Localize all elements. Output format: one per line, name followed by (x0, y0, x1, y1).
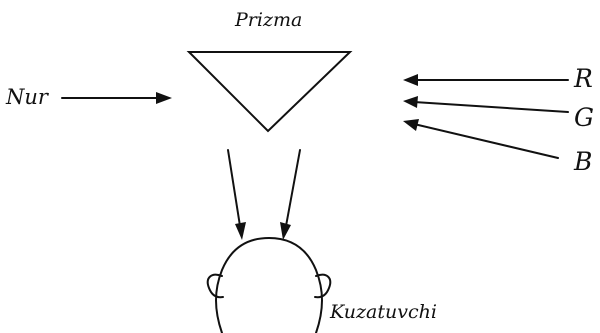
blue-label: B (573, 147, 592, 176)
blue-ray-arrow (403, 119, 559, 159)
light-arrow (61, 92, 172, 104)
left-ear-icon (206, 273, 224, 299)
green-label: G (574, 103, 594, 132)
observer-label: Kuzatuvchi (329, 301, 437, 323)
right-output-arrow (280, 149, 301, 240)
prism-triangle (186, 51, 353, 133)
head-outline-icon (215, 236, 323, 333)
light-label: Nur (5, 85, 50, 109)
right-ear-icon (314, 273, 332, 299)
left-output-arrow (227, 149, 246, 240)
observer-head (206, 236, 332, 333)
red-ray-arrow (403, 74, 569, 86)
green-ray-arrow (403, 96, 569, 113)
prism-label: Prizma (234, 9, 302, 31)
red-label: R (573, 64, 593, 93)
